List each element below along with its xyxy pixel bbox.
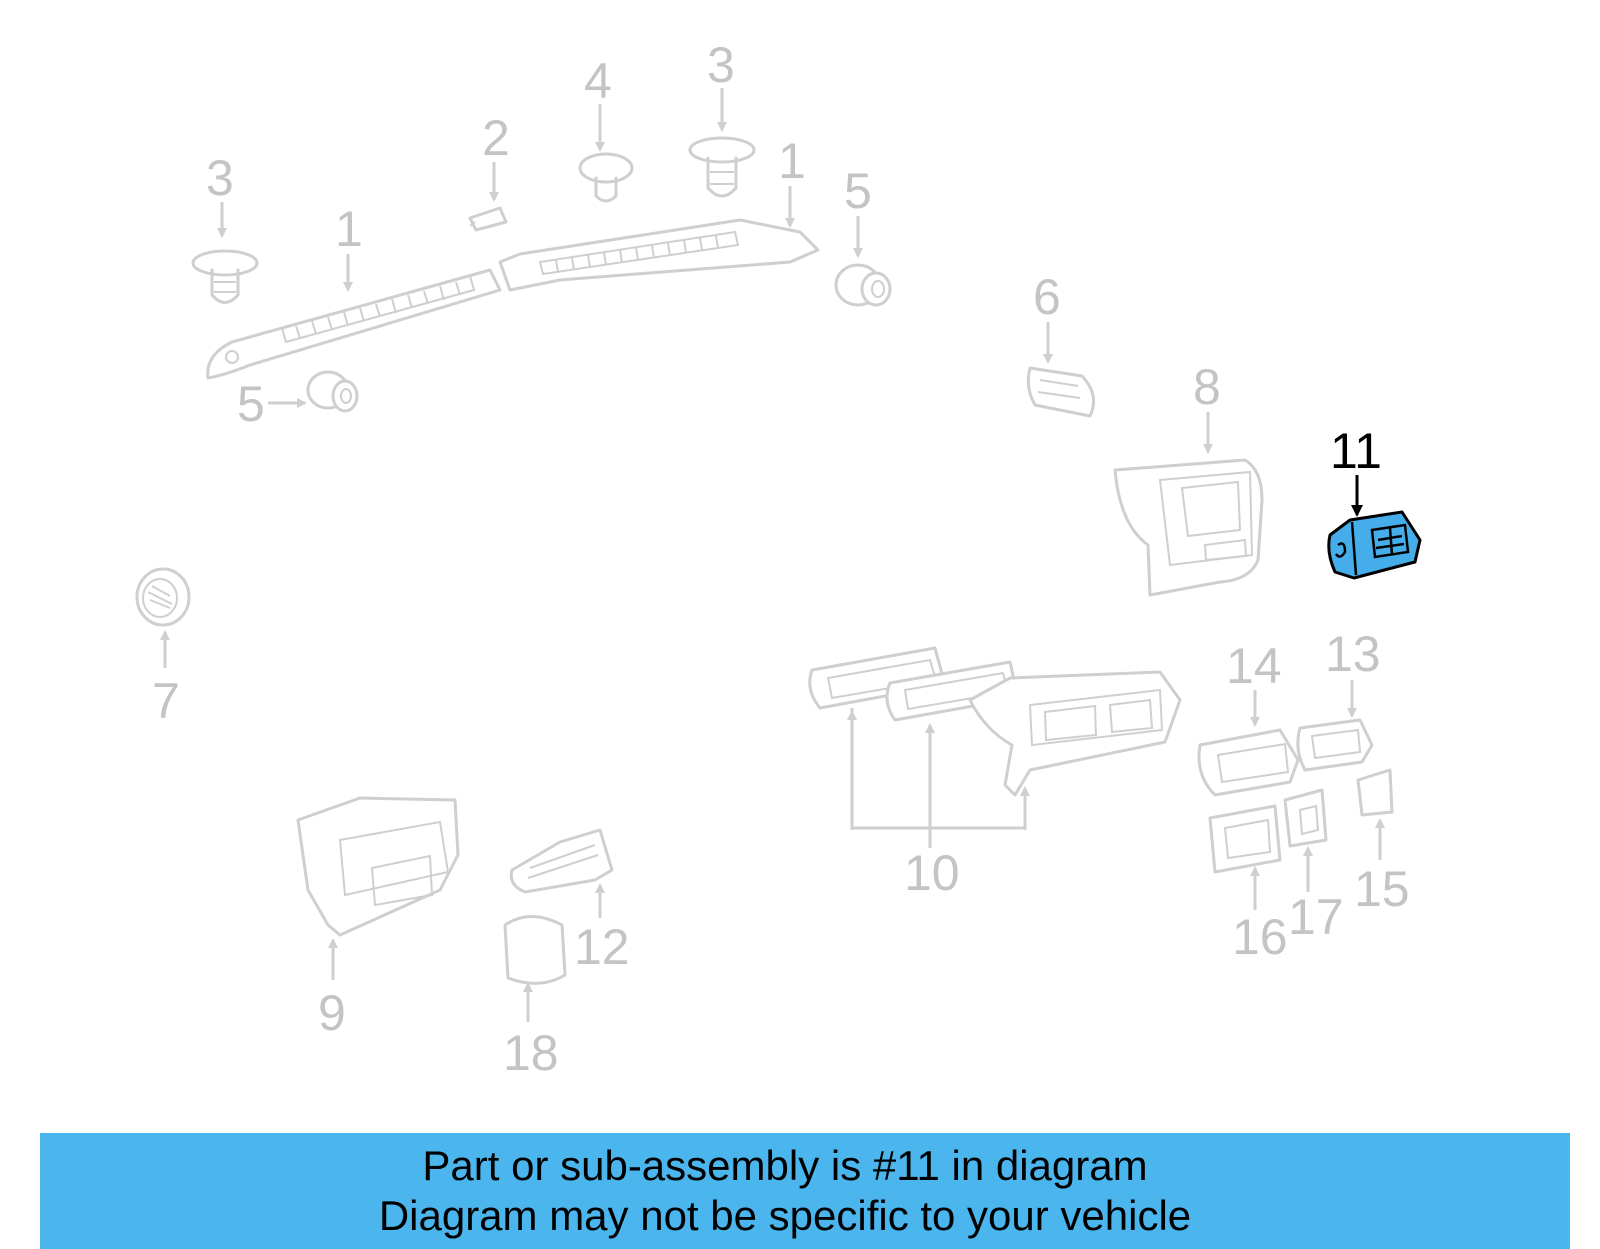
- info-banner: Part or sub-assembly is #11 in diagram D…: [40, 1133, 1570, 1249]
- callout-17: 17: [1288, 889, 1344, 945]
- callout-7: 7: [152, 673, 180, 729]
- part-6-vent: [1026, 366, 1096, 418]
- callout-1-left: 1: [335, 201, 363, 257]
- part-12-vent: [509, 828, 614, 894]
- part-5-grommet-left: [306, 370, 359, 413]
- part-5-grommet-right: [834, 263, 892, 307]
- callout-11-active[interactable]: 11: [1330, 423, 1382, 479]
- callout-6: 6: [1033, 269, 1061, 325]
- callout-15: 15: [1354, 861, 1410, 917]
- part-7-round-vent: [135, 567, 191, 627]
- leader-arrows: [160, 88, 1385, 1022]
- part-10-vent-group: [808, 646, 1182, 797]
- callout-5-right: 5: [844, 163, 872, 219]
- callout-2: 2: [482, 110, 510, 166]
- callout-12: 12: [574, 919, 630, 975]
- part-11-highlighted-vent[interactable]: [1327, 510, 1422, 580]
- banner-line-disclaimer: Diagram may not be specific to your vehi…: [378, 1192, 1192, 1239]
- part-1-defroster-rail-left: [206, 268, 502, 380]
- callout-labels: 3 1 5 2 4 3 1 5 6 8 11 7 14 13 10 9 12 1…: [152, 37, 1410, 1081]
- callout-10: 10: [904, 845, 960, 901]
- part-1-defroster-rail-right: [498, 218, 820, 292]
- callout-1-right: 1: [778, 133, 806, 189]
- part-8-center-bezel: [1113, 458, 1264, 597]
- callout-9: 9: [318, 985, 346, 1041]
- callout-3-right: 3: [707, 37, 735, 93]
- banner-line-part-number: Part or sub-assembly is #11 in diagram: [422, 1142, 1148, 1189]
- part-15-clip: [1356, 768, 1394, 817]
- callout-14: 14: [1226, 638, 1282, 694]
- callout-18: 18: [503, 1025, 559, 1081]
- callout-4: 4: [584, 53, 612, 109]
- part-17-bracket: [1283, 788, 1328, 848]
- part-18-cap: [503, 915, 567, 985]
- part-9-glovebox: [296, 796, 460, 937]
- part-4-clip: [578, 152, 634, 203]
- callout-3-left: 3: [206, 150, 234, 206]
- callout-5-left: 5: [237, 376, 265, 432]
- part-3-clip-right: [688, 136, 756, 198]
- callout-13: 13: [1325, 626, 1381, 682]
- part-2-clip: [468, 206, 508, 232]
- callout-8: 8: [1193, 359, 1221, 415]
- part-3-clip-left: [191, 249, 259, 304]
- part-14-vent: [1197, 728, 1300, 797]
- part-16-bezel: [1208, 804, 1282, 874]
- part-13-vent: [1296, 718, 1374, 772]
- callout-16: 16: [1232, 909, 1288, 965]
